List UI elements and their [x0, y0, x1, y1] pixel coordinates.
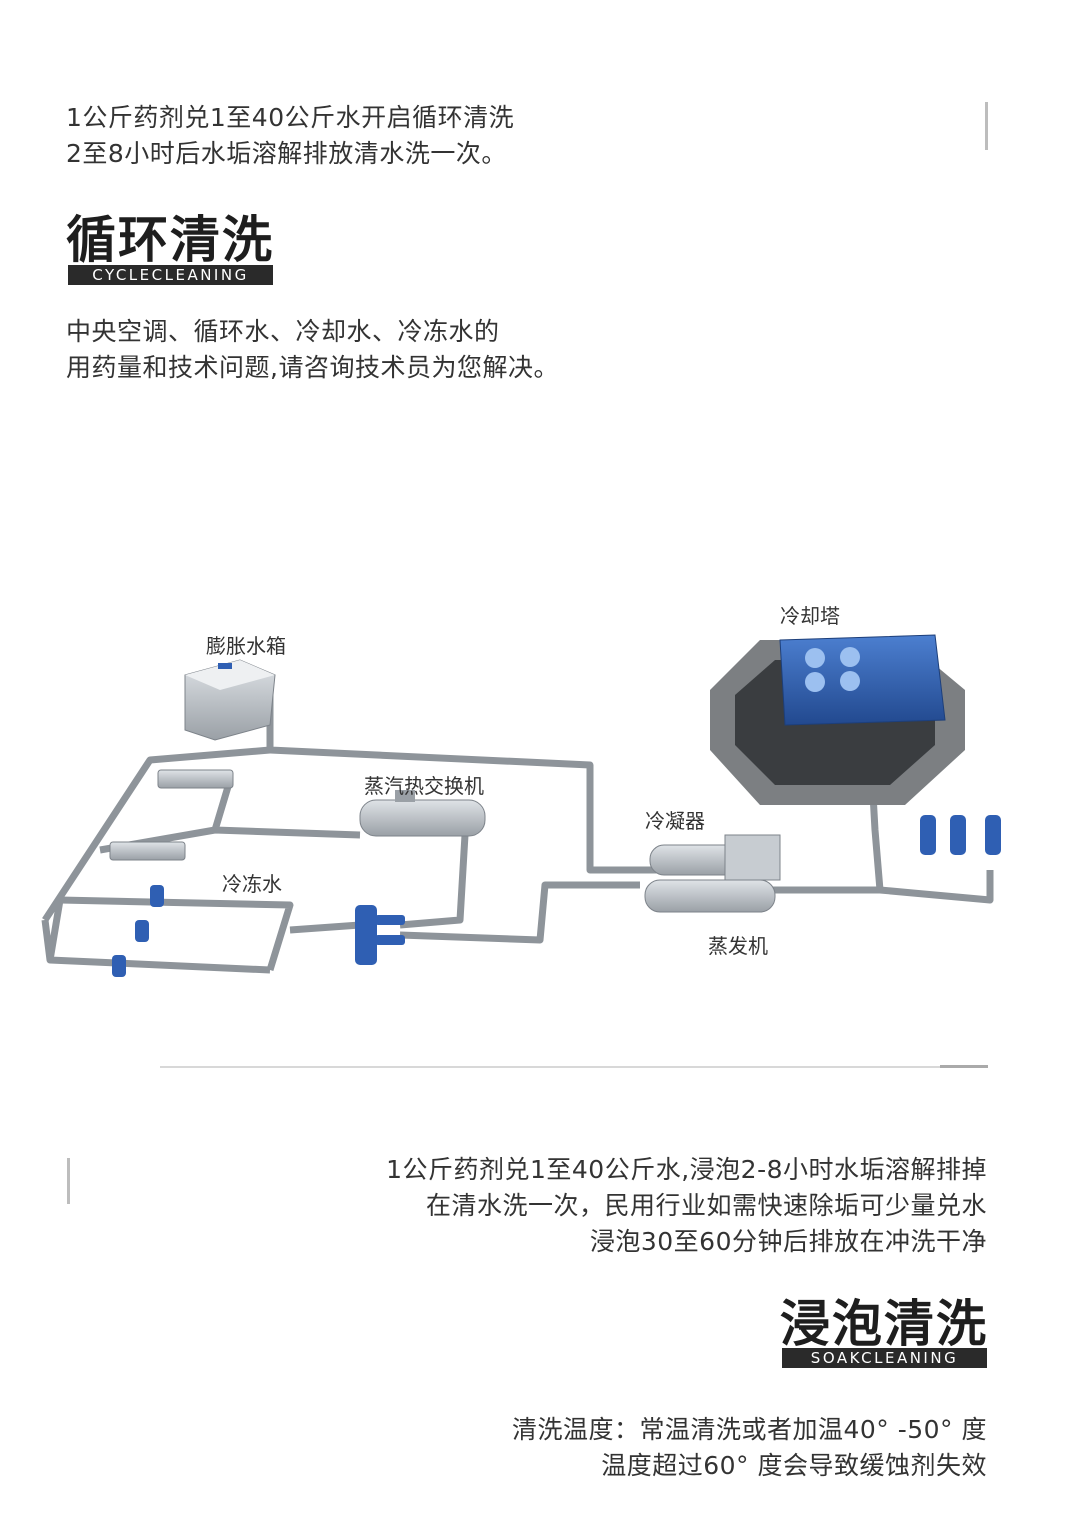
top-right-divider [985, 102, 988, 150]
soak-intro-line-2: 在清水洗一次，民用行业如需快速除垢可少量兑水 [425, 1191, 987, 1220]
pump-manifold [355, 905, 405, 965]
label-condenser: 冷凝器 [645, 809, 705, 833]
section-divider-accent [940, 1065, 988, 1068]
soak-intro-line-1: 1公斤药剂兑1至40公斤水,浸泡2-8小时水垢溶解排掉 [386, 1155, 987, 1184]
cycle-intro-line-2: 2至8小时后水垢溶解排放清水洗一次。 [66, 139, 507, 168]
expansion-tank [184, 659, 276, 741]
cycle-tag: CYCLECLEANING [68, 265, 273, 285]
cycle-desc-line-2: 用药量和技术问题,请咨询技术员为您解决。 [66, 353, 559, 382]
label-expansion-tank: 膨胀水箱 [206, 634, 286, 658]
label-steam-exchanger: 蒸汽热交换机 [364, 774, 484, 798]
soak-temp-line-2: 温度超过60° 度会导致缓蚀剂失效 [601, 1451, 987, 1480]
bottom-left-divider [67, 1158, 70, 1204]
label-cooling-tower: 冷却塔 [780, 604, 840, 628]
soak-title: 浸泡清洗 [780, 1295, 988, 1353]
steam-heat-exchanger [359, 790, 486, 837]
cooling-tower [710, 634, 965, 805]
label-chilled-water: 冷冻水 [222, 872, 282, 896]
cooling-water-pumps [920, 815, 1001, 855]
cycle-intro-line-1: 1公斤药剂兑1至40公斤水开启循环清洗 [66, 103, 515, 132]
soak-temp-line-1: 清洗温度：常温清洗或者加温40° -50° 度 [511, 1415, 987, 1444]
chiller-unit [644, 834, 781, 913]
soak-tag: SOAKCLEANING [782, 1348, 987, 1368]
filters [109, 769, 234, 861]
cycle-title: 循环清洗 [66, 211, 274, 269]
soak-intro-line-3: 浸泡30至60分钟后排放在冲洗干净 [589, 1227, 987, 1256]
label-evaporator: 蒸发机 [708, 934, 768, 958]
chilled-water-pumps [112, 885, 164, 977]
section-divider [160, 1066, 988, 1068]
hvac-system-diagram [41, 634, 1001, 977]
cycle-desc-line-1: 中央空调、循环水、冷却水、冷冻水的 [66, 317, 500, 346]
